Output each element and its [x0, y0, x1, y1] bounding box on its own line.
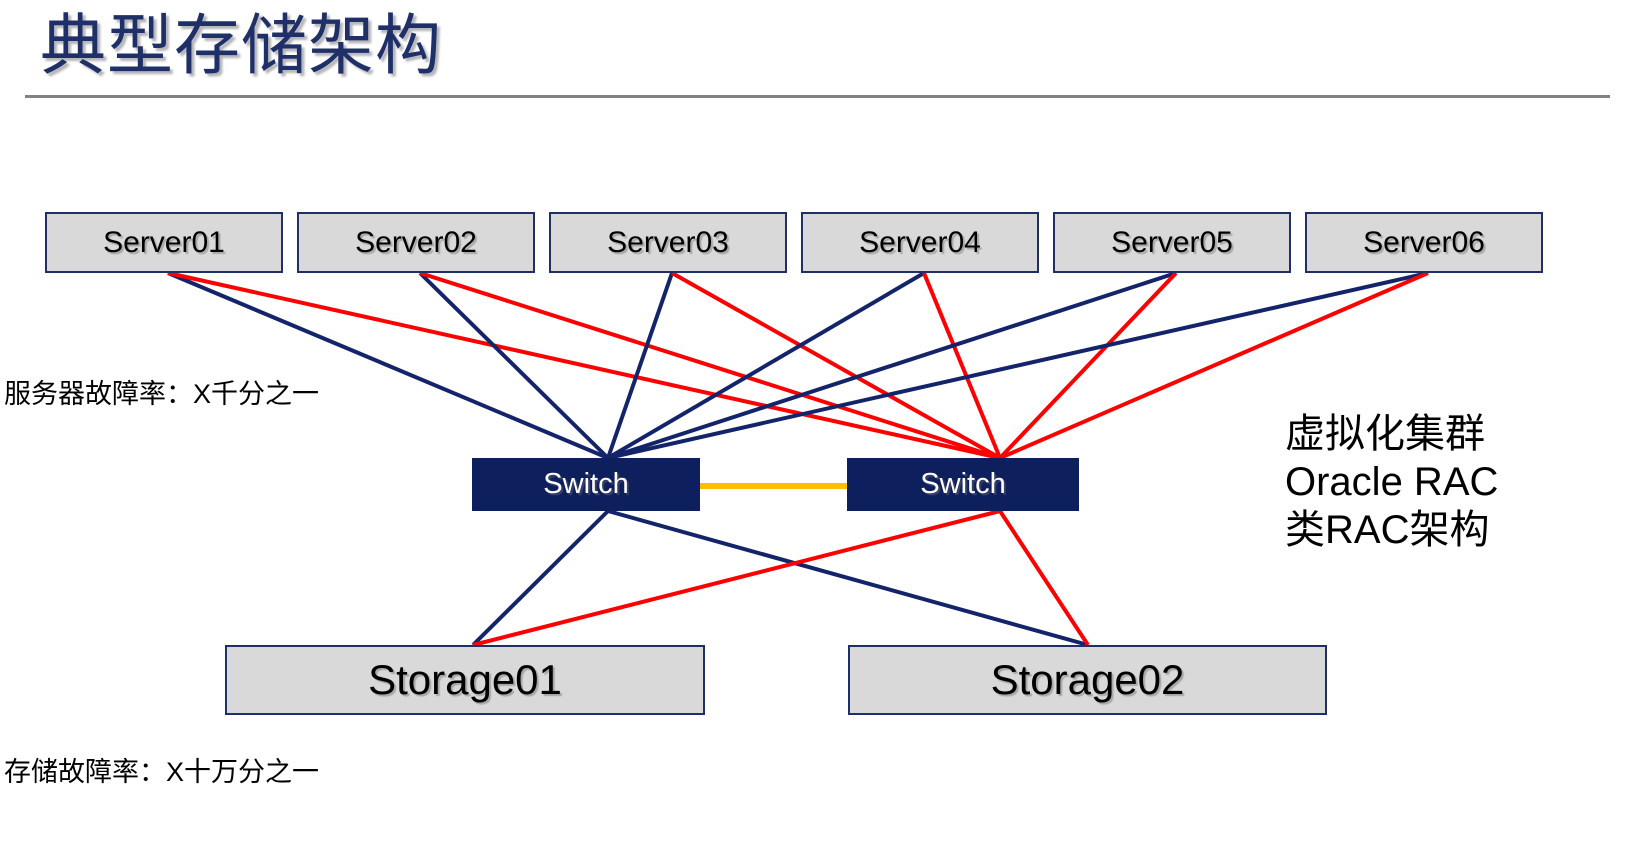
cluster-note: 虚拟化集群 Oracle RAC 类RAC架构: [1285, 410, 1498, 554]
node-storage-2-label: Storage02: [990, 656, 1185, 703]
node-storage-1[interactable]: Storage01: [225, 645, 705, 715]
link-server5-to-switch-a: [607, 271, 1177, 460]
link-server6-to-switch-b: [999, 271, 1429, 460]
node-server-6-label: Server06: [1363, 225, 1485, 259]
cluster-note-line-1: 虚拟化集群: [1285, 412, 1485, 456]
link-server1-to-switch-a: [167, 271, 609, 460]
node-server-5-label: Server05: [1111, 225, 1233, 259]
node-server-4-label: Server04: [859, 225, 981, 259]
node-server-3[interactable]: Server03: [549, 212, 787, 273]
node-switch-b-label: Switch: [920, 468, 1006, 500]
link-server1-to-switch-b: [167, 271, 1001, 460]
node-server-2[interactable]: Server02: [297, 212, 535, 273]
node-server-3-label: Server03: [607, 225, 729, 259]
node-storage-1-label: Storage01: [368, 656, 562, 703]
node-server-1-label: Server01: [103, 225, 225, 259]
link-server4-to-switch-b: [922, 272, 1002, 459]
links-layer: [167, 271, 1429, 647]
link-server5-to-switch-b: [998, 271, 1178, 460]
node-server-6[interactable]: Server06: [1305, 212, 1543, 273]
node-switch-a[interactable]: Switch: [472, 458, 700, 511]
link-server3-to-switch-a: [606, 272, 674, 459]
node-switch-b[interactable]: Switch: [847, 458, 1079, 511]
node-server-2-label: Server02: [355, 225, 477, 259]
node-server-5[interactable]: Server05: [1053, 212, 1291, 273]
link-server2-to-switch-a: [418, 271, 610, 460]
cluster-note-line-3: 类RAC架构: [1285, 508, 1490, 552]
title-divider: [25, 95, 1610, 98]
link-switch-a-to-storage2: [607, 509, 1089, 647]
link-server4-to-switch-a: [606, 271, 926, 460]
page-title: 典型存储架构: [40, 8, 442, 82]
cluster-note-line-2: Oracle RAC: [1285, 460, 1499, 504]
node-server-1[interactable]: Server01: [45, 212, 283, 273]
link-server6-to-switch-a: [607, 271, 1429, 460]
link-switch-a-to-storage1: [471, 509, 610, 647]
node-switch-a-label: Switch: [543, 468, 629, 500]
link-switch-b-to-storage2: [998, 509, 1090, 647]
link-server2-to-switch-b: [419, 271, 1001, 460]
node-storage-2[interactable]: Storage02: [848, 645, 1327, 715]
node-server-4[interactable]: Server04: [801, 212, 1039, 273]
server-failure-rate-label: 服务器故障率：X千分之一: [4, 379, 320, 409]
storage-failure-rate-label: 存储故障率：X十万分之一: [4, 757, 320, 787]
link-server3-to-switch-b: [671, 271, 1001, 460]
link-switch-b-to-storage1: [472, 509, 1001, 647]
